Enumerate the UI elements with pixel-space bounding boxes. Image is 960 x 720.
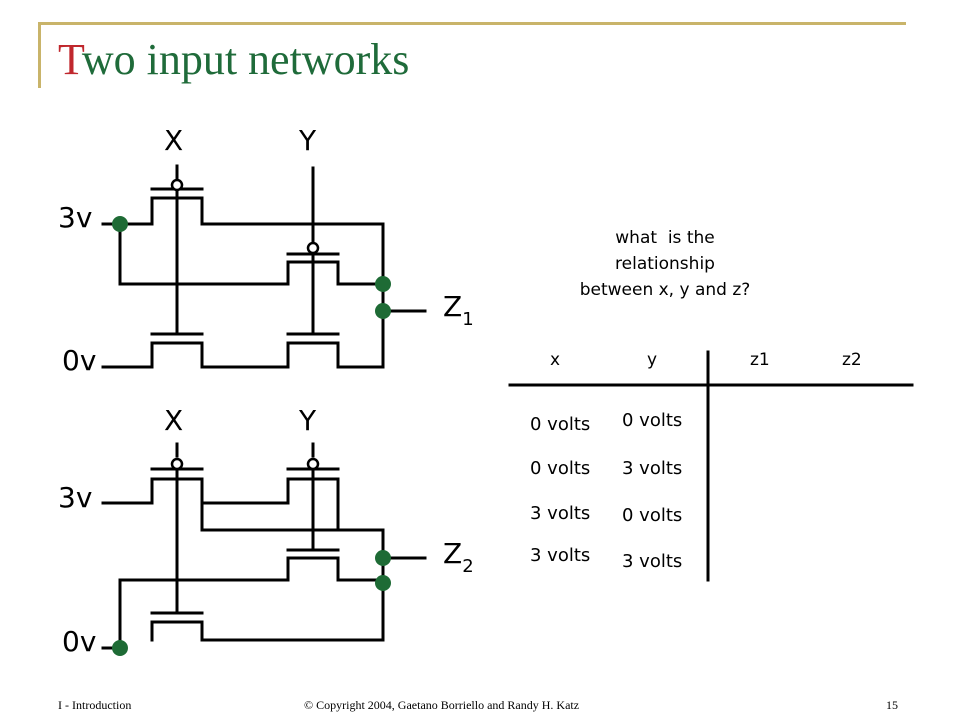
title-rest: wo input networks <box>81 35 410 84</box>
circuit1-output-main: Z <box>443 290 463 323</box>
table-cell-r3-y: 0 volts <box>622 505 683 526</box>
question-text: what is the relationship between x, y an… <box>540 225 790 303</box>
node-dot-output-2a <box>375 550 391 566</box>
node-dot-ground-2 <box>112 640 128 656</box>
footer-section: I - Introduction <box>58 698 132 712</box>
table-cell-r2-x: 0 volts <box>530 458 591 479</box>
node-dot-output-2b <box>375 575 391 591</box>
pmos-x-bubble-2 <box>170 457 184 471</box>
circuit-1-wires <box>101 164 427 369</box>
circuit1-output-sub: 1 <box>462 309 474 330</box>
circuit-2-wires <box>101 442 427 650</box>
slide-frame-left <box>38 22 41 88</box>
circuit1-input-y-label: Y <box>299 124 317 157</box>
circuit1-input-x-label: X <box>164 124 184 157</box>
circuit1-output-label: Z1 <box>443 290 474 330</box>
pmos-y-bubble-2 <box>306 457 320 471</box>
table-header-x: x <box>550 350 561 370</box>
node-dot-supply-1 <box>112 216 128 232</box>
circuit2-output-sub: 2 <box>462 556 474 577</box>
table-cell-r1-x: 0 volts <box>530 414 591 435</box>
table-header-z1: z1 <box>750 350 770 370</box>
pmos-y-bubble-1 <box>306 241 320 255</box>
table-header-z2: z2 <box>842 350 862 370</box>
pmos-x-bubble-1 <box>170 178 184 192</box>
circuit2-output-label: Z2 <box>443 537 474 577</box>
title-first-letter: T <box>58 35 82 84</box>
question-line-2: relationship <box>615 254 715 274</box>
circuit2-input-y-label: Y <box>299 404 317 437</box>
table-cell-r3-x: 3 volts <box>530 503 591 524</box>
table-cell-r2-y: 3 volts <box>622 458 683 479</box>
table-cell-r4-y: 3 volts <box>622 551 683 572</box>
table-cell-r4-x: 3 volts <box>530 545 591 566</box>
circuit2-supply-low-label: 0v <box>62 625 97 658</box>
node-dot-output-1a <box>375 276 391 292</box>
footer-copyright: © Copyright 2004, Gaetano Borriello and … <box>304 698 580 712</box>
circuit2-input-x-label: X <box>164 404 184 437</box>
table-header-y: y <box>647 350 658 370</box>
slide-frame-top <box>38 22 906 25</box>
question-line-3: between x, y and z? <box>579 280 751 300</box>
node-dot-output-1b <box>375 303 391 319</box>
table-cell-r1-y: 0 volts <box>622 410 683 431</box>
circuit1-supply-high-label: 3v <box>58 201 93 234</box>
circuit2-output-main: Z <box>443 537 463 570</box>
question-line-1: what is the <box>615 228 715 248</box>
circuit2-supply-high-label: 3v <box>58 481 93 514</box>
slide-title: Two input networks <box>58 34 409 85</box>
footer-page-number: 15 <box>886 698 898 712</box>
circuit1-supply-low-label: 0v <box>62 344 97 377</box>
